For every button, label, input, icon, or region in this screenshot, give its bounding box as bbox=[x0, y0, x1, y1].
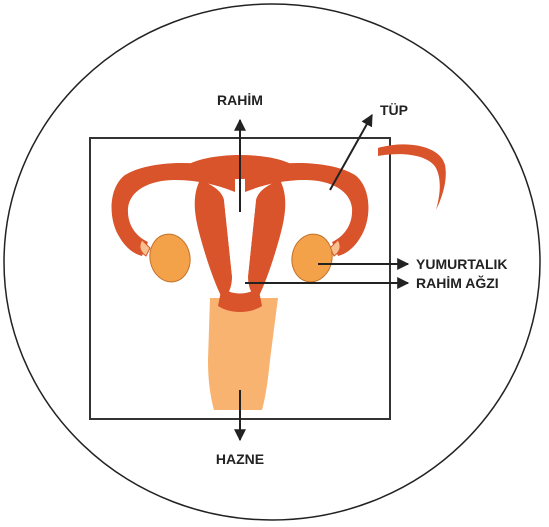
label-vagina: HAZNE bbox=[216, 451, 264, 467]
label-uterus: RAHİM bbox=[217, 92, 263, 108]
label-ovary: YUMURTALIK bbox=[416, 256, 508, 272]
label-tube: TÜP bbox=[380, 102, 408, 118]
label-cervix: RAHİM AĞZI bbox=[416, 274, 499, 291]
